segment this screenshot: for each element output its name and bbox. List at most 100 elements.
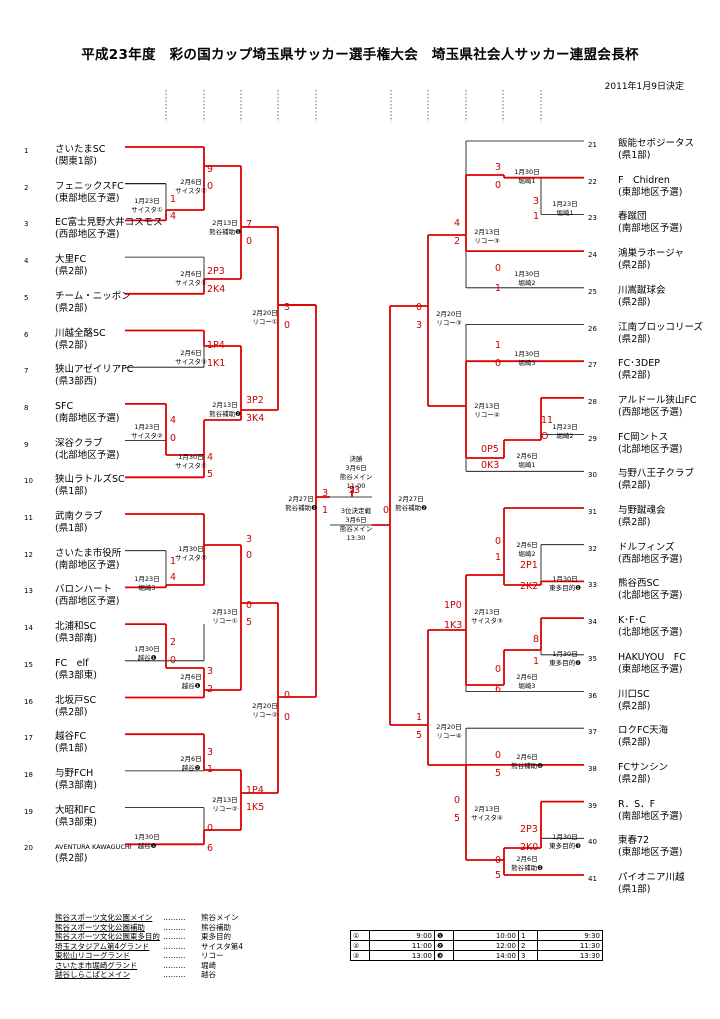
match-label-line: リコー③ bbox=[436, 319, 462, 327]
score: 0 bbox=[170, 433, 177, 444]
match-label: 1月23日サイスタ① bbox=[128, 197, 166, 215]
team-entry: FC elf(県3部東) bbox=[55, 658, 97, 682]
match-label-line: リコー④ bbox=[436, 732, 462, 740]
team-number: 16 bbox=[24, 697, 33, 706]
team-name: 北浦和SC bbox=[55, 621, 97, 633]
team-division: (西部地区予選) bbox=[618, 406, 683, 418]
team-entry: 与野八王子クラブ(県2部) bbox=[618, 468, 694, 492]
score: 3 bbox=[207, 666, 214, 677]
team-name: F Chidren bbox=[618, 174, 670, 186]
match-label-line: 堀崎3 bbox=[518, 359, 536, 367]
venue-short-name: 熊谷メイン bbox=[201, 913, 239, 922]
team-division: (県2部) bbox=[618, 700, 651, 712]
match-label-line: 2月6日 bbox=[516, 541, 538, 549]
score: 3 bbox=[416, 320, 423, 331]
team-number: 5 bbox=[24, 293, 29, 302]
match-label: 2月13日リコー④ bbox=[468, 402, 506, 420]
score: 0 bbox=[416, 302, 423, 313]
team-number: 14 bbox=[24, 624, 33, 633]
team-division: (県1部) bbox=[618, 150, 651, 161]
match-label-line: 堀崎3 bbox=[518, 682, 536, 690]
venue-short-name: 熊谷補助 bbox=[201, 922, 231, 932]
score: 0 bbox=[246, 550, 253, 561]
team-entry: 北浦和SC(県3部南) bbox=[55, 621, 97, 645]
team-division: (県2部) bbox=[55, 266, 88, 278]
info-line: 11:00 bbox=[346, 482, 366, 490]
team-entry: 飯能セボジータス(県1部) bbox=[618, 138, 694, 162]
team-number: 28 bbox=[588, 397, 597, 406]
team-number: 29 bbox=[588, 434, 597, 443]
match-label: 2月6日熊谷補助❶ bbox=[508, 753, 546, 771]
team-entry: FC岡ントス(北部地区予選) bbox=[618, 432, 682, 456]
team-number: 30 bbox=[588, 471, 597, 480]
team-number: 21 bbox=[588, 141, 597, 149]
score: 3 bbox=[322, 488, 329, 499]
venue-row: 熊谷スポーツ文化公園東多目的………東多目的 bbox=[55, 932, 243, 942]
team-division: (東部地区予選) bbox=[618, 663, 683, 675]
match-label-line: 1月30日 bbox=[514, 168, 540, 176]
match-label: 2月13日サイスタ④ bbox=[468, 805, 506, 823]
team-entry: 江南ブロッコリーズ(県2部) bbox=[618, 322, 703, 346]
venue-short-name: 東多目的 bbox=[201, 932, 231, 941]
time-cell: ① bbox=[350, 930, 370, 941]
decision-date: 2011年1月9日決定 bbox=[604, 82, 684, 92]
team-name: 与野蹴魂会 bbox=[618, 505, 666, 516]
venue-dots: ……… bbox=[163, 970, 186, 979]
score: 0 bbox=[207, 823, 214, 834]
team-entry: さいたまSC(関東1部) bbox=[55, 144, 105, 168]
match-label: 2月6日サイスタ③ bbox=[172, 349, 210, 367]
match-label-line: 2月13日 bbox=[474, 805, 500, 813]
venue-full-name: 越谷しらこばとメイン bbox=[55, 970, 130, 979]
venue-short-name: 堀崎 bbox=[201, 960, 216, 970]
match-label: 2月13日リコー③ bbox=[468, 228, 506, 246]
score: 1P4 bbox=[207, 340, 225, 351]
team-division: (県2部) bbox=[618, 260, 651, 272]
match-label: 1月30日堀崎2 bbox=[508, 270, 546, 288]
venue-dots: ……… bbox=[163, 932, 186, 941]
match-label-line: 2月6日 bbox=[516, 855, 538, 863]
time-cell: 1 bbox=[518, 930, 538, 941]
team-name: 川嵩蹴球会 bbox=[618, 284, 666, 296]
team-entry: パイオニア川越(県1部) bbox=[618, 872, 685, 896]
match-label-line: 2月13日 bbox=[212, 608, 238, 616]
team-division: (県2部) bbox=[618, 773, 651, 785]
team-division: (県2部) bbox=[55, 302, 88, 314]
match-label-line: リコー③ bbox=[474, 237, 500, 245]
team-division: (県3部東) bbox=[55, 669, 97, 681]
match-label: 2月20日リコー② bbox=[246, 702, 284, 720]
team-name: FCサンシン bbox=[618, 761, 669, 773]
score: 5 bbox=[207, 469, 214, 480]
team-entry: AVENTURA KAWAGUCHI(県2部) bbox=[55, 841, 132, 865]
match-label-line: 1月30日 bbox=[134, 833, 160, 841]
match-label-line: 1月30日 bbox=[514, 350, 540, 358]
time-cell: ② bbox=[350, 940, 370, 951]
team-name: 川口SC bbox=[618, 688, 650, 700]
team-name: 北坂戸SC bbox=[55, 694, 97, 706]
team-name: 熊谷西SC bbox=[618, 578, 660, 590]
team-number: 18 bbox=[24, 770, 33, 779]
score: 0 bbox=[495, 750, 502, 761]
team-name: EC富士見野大井コスモス bbox=[55, 217, 163, 229]
team-number: 40 bbox=[588, 838, 597, 847]
score: 0 bbox=[495, 263, 502, 274]
match-label-line: サイスタ② bbox=[131, 432, 163, 440]
score: O bbox=[541, 431, 549, 442]
page-title: 平成23年度 彩の国カップ埼玉県サッカー選手権大会 埼玉県社会人サッカー連盟会長… bbox=[81, 47, 639, 63]
info-line: 熊谷メイン bbox=[339, 525, 373, 533]
team-entry: 与野FCH(県3部南) bbox=[55, 768, 97, 792]
team-name: 飯能セボジータス bbox=[618, 138, 695, 149]
team-name: 武南クラブ bbox=[55, 511, 103, 522]
team-division: (東部地区予選) bbox=[618, 186, 683, 198]
team-division: (南部地区予選) bbox=[618, 223, 683, 235]
match-label-line: 越谷❶ bbox=[137, 654, 157, 662]
team-entry: バロンハート(西部地区予選) bbox=[55, 584, 119, 608]
team-name: 鴻巣ラホージャ bbox=[618, 248, 684, 260]
team-division: (西部地区予選) bbox=[55, 596, 120, 608]
team-division: (県2部) bbox=[55, 339, 88, 351]
team-division: (県1部) bbox=[618, 884, 651, 895]
score: 3P2 bbox=[246, 395, 264, 406]
time-cell: ❸ bbox=[434, 950, 454, 961]
match-label-line: 1月30日 bbox=[552, 575, 578, 583]
score: 0 bbox=[284, 320, 291, 331]
team-number: 10 bbox=[24, 477, 33, 486]
